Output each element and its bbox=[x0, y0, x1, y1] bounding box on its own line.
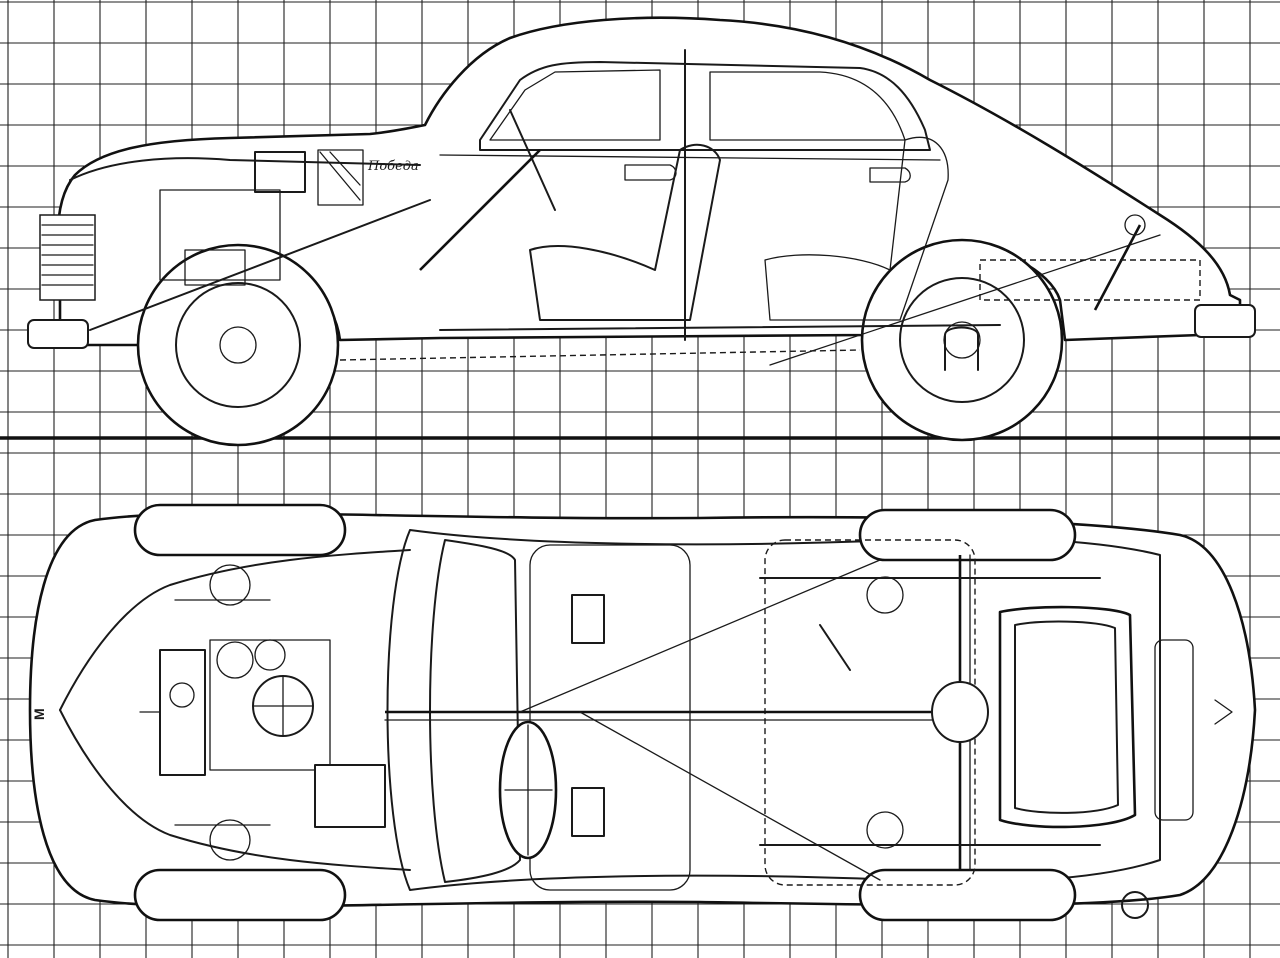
underbody-line bbox=[339, 349, 861, 361]
front-bumper bbox=[27, 319, 89, 349]
rear-seat-side bbox=[764, 136, 949, 321]
windshield-top bbox=[429, 539, 521, 883]
belt-line bbox=[439, 154, 941, 161]
rear-bumper bbox=[1194, 304, 1256, 338]
front-left-wheel-top bbox=[133, 503, 347, 557]
steering-wheel-side bbox=[509, 109, 556, 211]
pedal-box-upper bbox=[571, 594, 605, 644]
body-outline-side bbox=[56, 16, 1242, 347]
strut-mount bbox=[1124, 214, 1146, 236]
front-door-window bbox=[489, 69, 661, 141]
boot-hinge-strut bbox=[1093, 224, 1142, 311]
exhaust-tip bbox=[1121, 891, 1149, 919]
rear-spring-diag bbox=[769, 234, 1161, 366]
window-frame bbox=[479, 61, 931, 151]
side-elevation-view: Победа bbox=[27, 16, 1256, 447]
fuel-tank-top bbox=[998, 605, 1137, 829]
hood-line bbox=[69, 157, 421, 181]
badge-script: Победа bbox=[367, 159, 419, 174]
handbrake-lever bbox=[819, 624, 851, 671]
front-suspension-top bbox=[174, 564, 271, 861]
rear-lamp-emblem bbox=[1214, 699, 1233, 725]
rear-left-wheel-top bbox=[858, 508, 1077, 562]
front-wheel-side bbox=[136, 243, 340, 447]
front-right-wheel-top bbox=[133, 868, 347, 922]
front-seat-side bbox=[529, 143, 721, 321]
engine-top bbox=[159, 639, 386, 828]
pedal-box-lower bbox=[571, 787, 605, 837]
front-door-handle bbox=[624, 164, 677, 181]
hood-v-top bbox=[59, 549, 411, 711]
driveshaft-side bbox=[439, 324, 1001, 331]
front-seat-top bbox=[529, 544, 691, 891]
rear-door-handle bbox=[869, 167, 911, 183]
rear-right-wheel-top bbox=[858, 868, 1077, 922]
steering-wheel-top bbox=[498, 720, 558, 860]
rear-axle-top bbox=[866, 554, 989, 871]
rear-wheel-side bbox=[860, 238, 1064, 442]
brake-cable-lower bbox=[579, 711, 881, 881]
fuel-tank-side bbox=[979, 259, 1201, 301]
steering-column bbox=[419, 149, 541, 271]
front-emblem: М bbox=[31, 708, 47, 720]
frame-rail-front bbox=[89, 199, 431, 331]
front-grille bbox=[39, 214, 96, 301]
spare-wheel-top bbox=[1154, 639, 1194, 821]
top-plan-view: М bbox=[28, 503, 1257, 922]
brake-cable-upper bbox=[519, 559, 881, 713]
